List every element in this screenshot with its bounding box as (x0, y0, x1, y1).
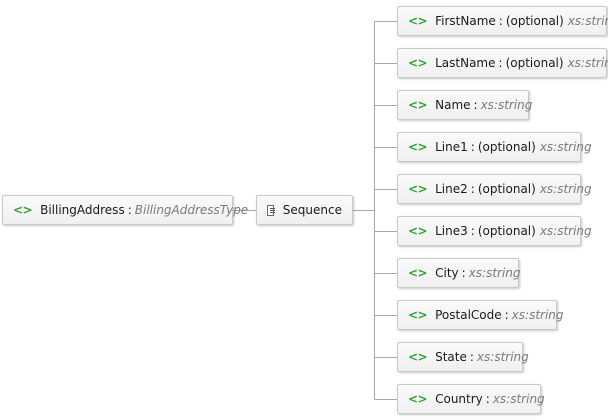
element-type: xs:string (567, 56, 608, 70)
element-name: City (435, 266, 459, 280)
billing-address-element[interactable]: <> BillingAddress : BillingAddressType (2, 195, 248, 225)
element-separator: : (498, 56, 503, 70)
element-name: Name (435, 98, 471, 112)
optional-marker: (optional) (477, 140, 536, 154)
element-name: LastName (435, 56, 496, 70)
element-name: Country (435, 392, 483, 406)
element-separator: : (470, 182, 475, 196)
element-type: xs:string (468, 266, 521, 280)
child-element-country[interactable]: <> Country:xs:string (397, 384, 545, 414)
element-separator: : (504, 308, 509, 322)
element-name: State (435, 350, 467, 364)
element-icon: <> (408, 14, 428, 28)
element-separator: : (461, 266, 466, 280)
sequence-label: Sequence (282, 203, 342, 217)
element-name: BillingAddress (40, 203, 125, 217)
element-name: Line2 (435, 182, 468, 196)
child-element-postalcode[interactable]: <> PostalCode:xs:string (397, 300, 564, 330)
element-separator: : (498, 14, 503, 28)
element-type: xs:string (539, 224, 592, 238)
child-element-line3[interactable]: <> Line3:(optional)xs:string (397, 216, 592, 246)
element-icon: <> (13, 203, 33, 217)
child-element-city[interactable]: <> City:xs:string (397, 258, 521, 288)
element-type: BillingAddressType (134, 203, 249, 217)
element-type: xs:string (511, 308, 564, 322)
optional-marker: (optional) (505, 56, 564, 70)
element-type: xs:string (539, 182, 592, 196)
element-separator: : (485, 392, 490, 406)
element-icon: <> (408, 98, 428, 112)
element-icon: <> (408, 350, 428, 364)
child-element-name[interactable]: <> Name:xs:string (397, 90, 532, 120)
element-icon: <> (408, 182, 428, 196)
element-type: xs:string (476, 350, 529, 364)
element-separator: : (470, 140, 475, 154)
element-name: FirstName (435, 14, 496, 28)
element-icon: <> (408, 56, 428, 70)
sequence-icon (267, 204, 275, 216)
optional-marker: (optional) (477, 224, 536, 238)
element-name: Line1 (435, 140, 468, 154)
element-type: xs:string (539, 140, 592, 154)
optional-marker: (optional) (477, 182, 536, 196)
element-separator: : (473, 98, 478, 112)
element-type: xs:string (492, 392, 545, 406)
element-type: xs:string (480, 98, 533, 112)
element-separator: : (470, 224, 475, 238)
element-type: xs:string (567, 14, 608, 28)
element-name: PostalCode (435, 308, 502, 322)
child-element-line2[interactable]: <> Line2:(optional)xs:string (397, 174, 592, 204)
element-name: Line3 (435, 224, 468, 238)
optional-marker: (optional) (505, 14, 564, 28)
element-icon: <> (408, 308, 428, 322)
element-separator: : (127, 203, 132, 217)
child-element-firstname[interactable]: <> FirstName:(optional)xs:string (397, 6, 608, 36)
element-icon: <> (408, 224, 428, 238)
child-element-state[interactable]: <> State:xs:string (397, 342, 529, 372)
child-element-line1[interactable]: <> Line1:(optional)xs:string (397, 132, 592, 162)
element-icon: <> (408, 266, 428, 280)
child-element-lastname[interactable]: <> LastName:(optional)xs:string (397, 48, 608, 78)
sequence-compositor[interactable]: Sequence (256, 195, 353, 225)
element-icon: <> (408, 392, 428, 406)
element-separator: : (469, 350, 474, 364)
element-icon: <> (408, 140, 428, 154)
